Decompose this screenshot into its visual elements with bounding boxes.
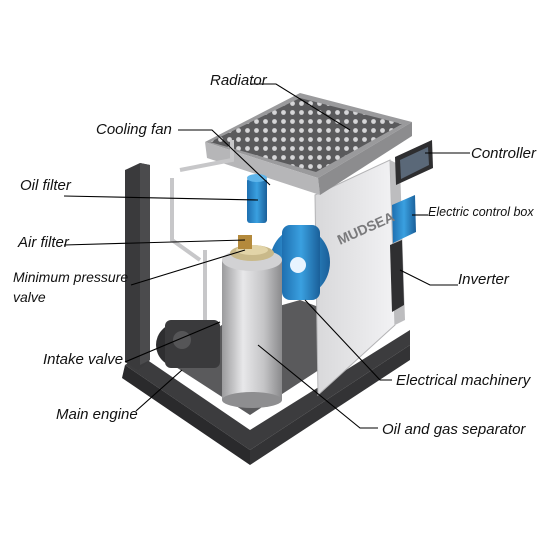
label-oil-and-gas-separator: Oil and gas separator [382,421,525,438]
label-oil-filter: Oil filter [20,177,71,194]
label-electrical-machinery: Electrical machinery [396,372,530,389]
oil-filter [247,174,267,223]
label-air-filter: Air filter [18,234,69,251]
label-cooling-fan: Cooling fan [96,121,172,138]
left-frame-post [125,163,150,370]
label-main-engine: Main engine [56,406,138,423]
label-controller: Controller [471,145,536,162]
main-engine [156,320,220,368]
label-electric-control-box: Electric control box [428,205,534,219]
label-intake-valve: Intake valve [43,351,123,368]
minimum-pressure-valve [238,235,252,249]
label-minimum-pressure-valve-1: Minimum pressure [13,269,128,285]
oil-gas-separator-tank [222,245,282,408]
label-radiator: Radiator [210,72,267,89]
controller-panel [395,140,433,185]
label-minimum-pressure-valve-2: valve [13,289,46,305]
label-inverter: Inverter [458,271,509,288]
